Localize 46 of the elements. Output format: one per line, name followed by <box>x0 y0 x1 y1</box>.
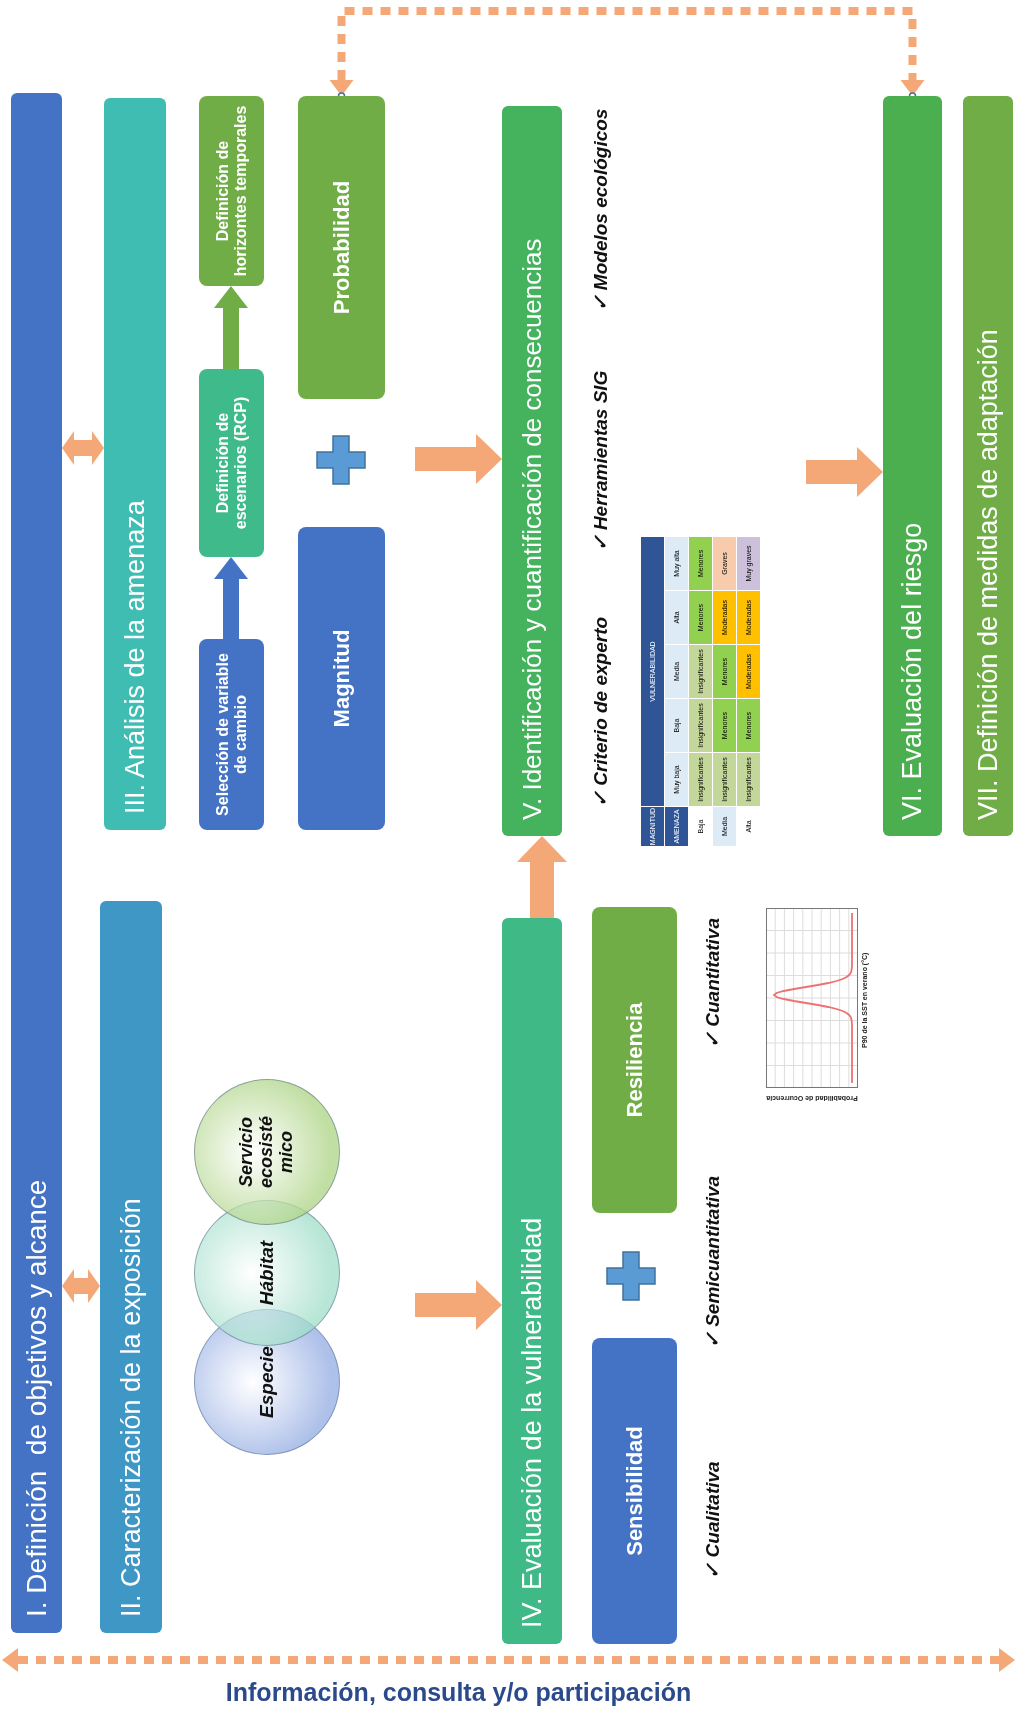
stage-bar <box>963 96 1013 836</box>
stage-bar <box>100 901 162 1633</box>
box-label: Probabilidad <box>328 180 355 315</box>
check-item: ✓ Modelos ecológicos <box>588 108 612 312</box>
block-arrow <box>806 447 883 497</box>
stage-bar <box>11 93 62 1633</box>
block-arrow <box>214 286 248 369</box>
check-item: ✓ Semicuantitativa <box>700 1175 724 1349</box>
box-label: Sensibilidad <box>621 1426 648 1556</box>
block-arrow <box>62 1269 100 1303</box>
stage-bar <box>502 918 562 1644</box>
stage-bar <box>104 98 166 830</box>
stage-title: IV. Evaluación de la vulnerabilidad <box>516 1217 548 1628</box>
block-arrow <box>517 836 567 918</box>
check-item: ✓ Cuantitativa <box>700 918 724 1048</box>
stage-title: II. Caracterización de la exposición <box>115 1198 147 1617</box>
bottom-caption: Información, consulta y/o participación <box>225 1678 692 1706</box>
check-item: ✓ Herramientas SIG <box>588 370 612 552</box>
block-arrow <box>415 1280 502 1330</box>
block-arrow <box>415 434 502 484</box>
stage-bar <box>883 96 942 836</box>
stage-title: V. Identificación y cuantificación de consecuencias <box>516 238 548 820</box>
process-box <box>199 369 264 557</box>
circle-label: Especie <box>256 1346 278 1418</box>
check-item: ✓ Cualitativa <box>700 1461 724 1579</box>
stage-bar <box>502 106 562 836</box>
process-box <box>199 639 264 830</box>
block-arrow <box>62 431 104 465</box>
stage-title: VII. Definición de medidas de adaptación <box>972 329 1004 820</box>
process-box <box>592 1338 677 1644</box>
stage-title: I. Definición de objetivos y alcance <box>20 1179 53 1617</box>
check-item: ✓ Criterio de experto <box>588 616 612 808</box>
process-box <box>298 527 385 830</box>
box-label: Definición de escenarios (RCP) <box>213 395 250 532</box>
box-label: Magnitud <box>328 629 355 728</box>
circle-label: Hábitat <box>256 1240 278 1306</box>
stage-title: III. Análisis de la amenaza <box>119 500 151 814</box>
box-label: Resiliencia <box>621 1002 648 1118</box>
block-arrow <box>214 557 248 639</box>
process-box <box>592 907 677 1213</box>
box-label: Definición de horizontes temporales <box>213 104 250 278</box>
box-label: Selección de variable de cambio <box>213 652 250 818</box>
stage-title: VI. Evaluación del riesgo <box>897 522 928 820</box>
circle-label: Servicio ecosisté mico <box>237 1115 297 1191</box>
process-box <box>199 96 264 286</box>
process-box <box>298 96 385 399</box>
